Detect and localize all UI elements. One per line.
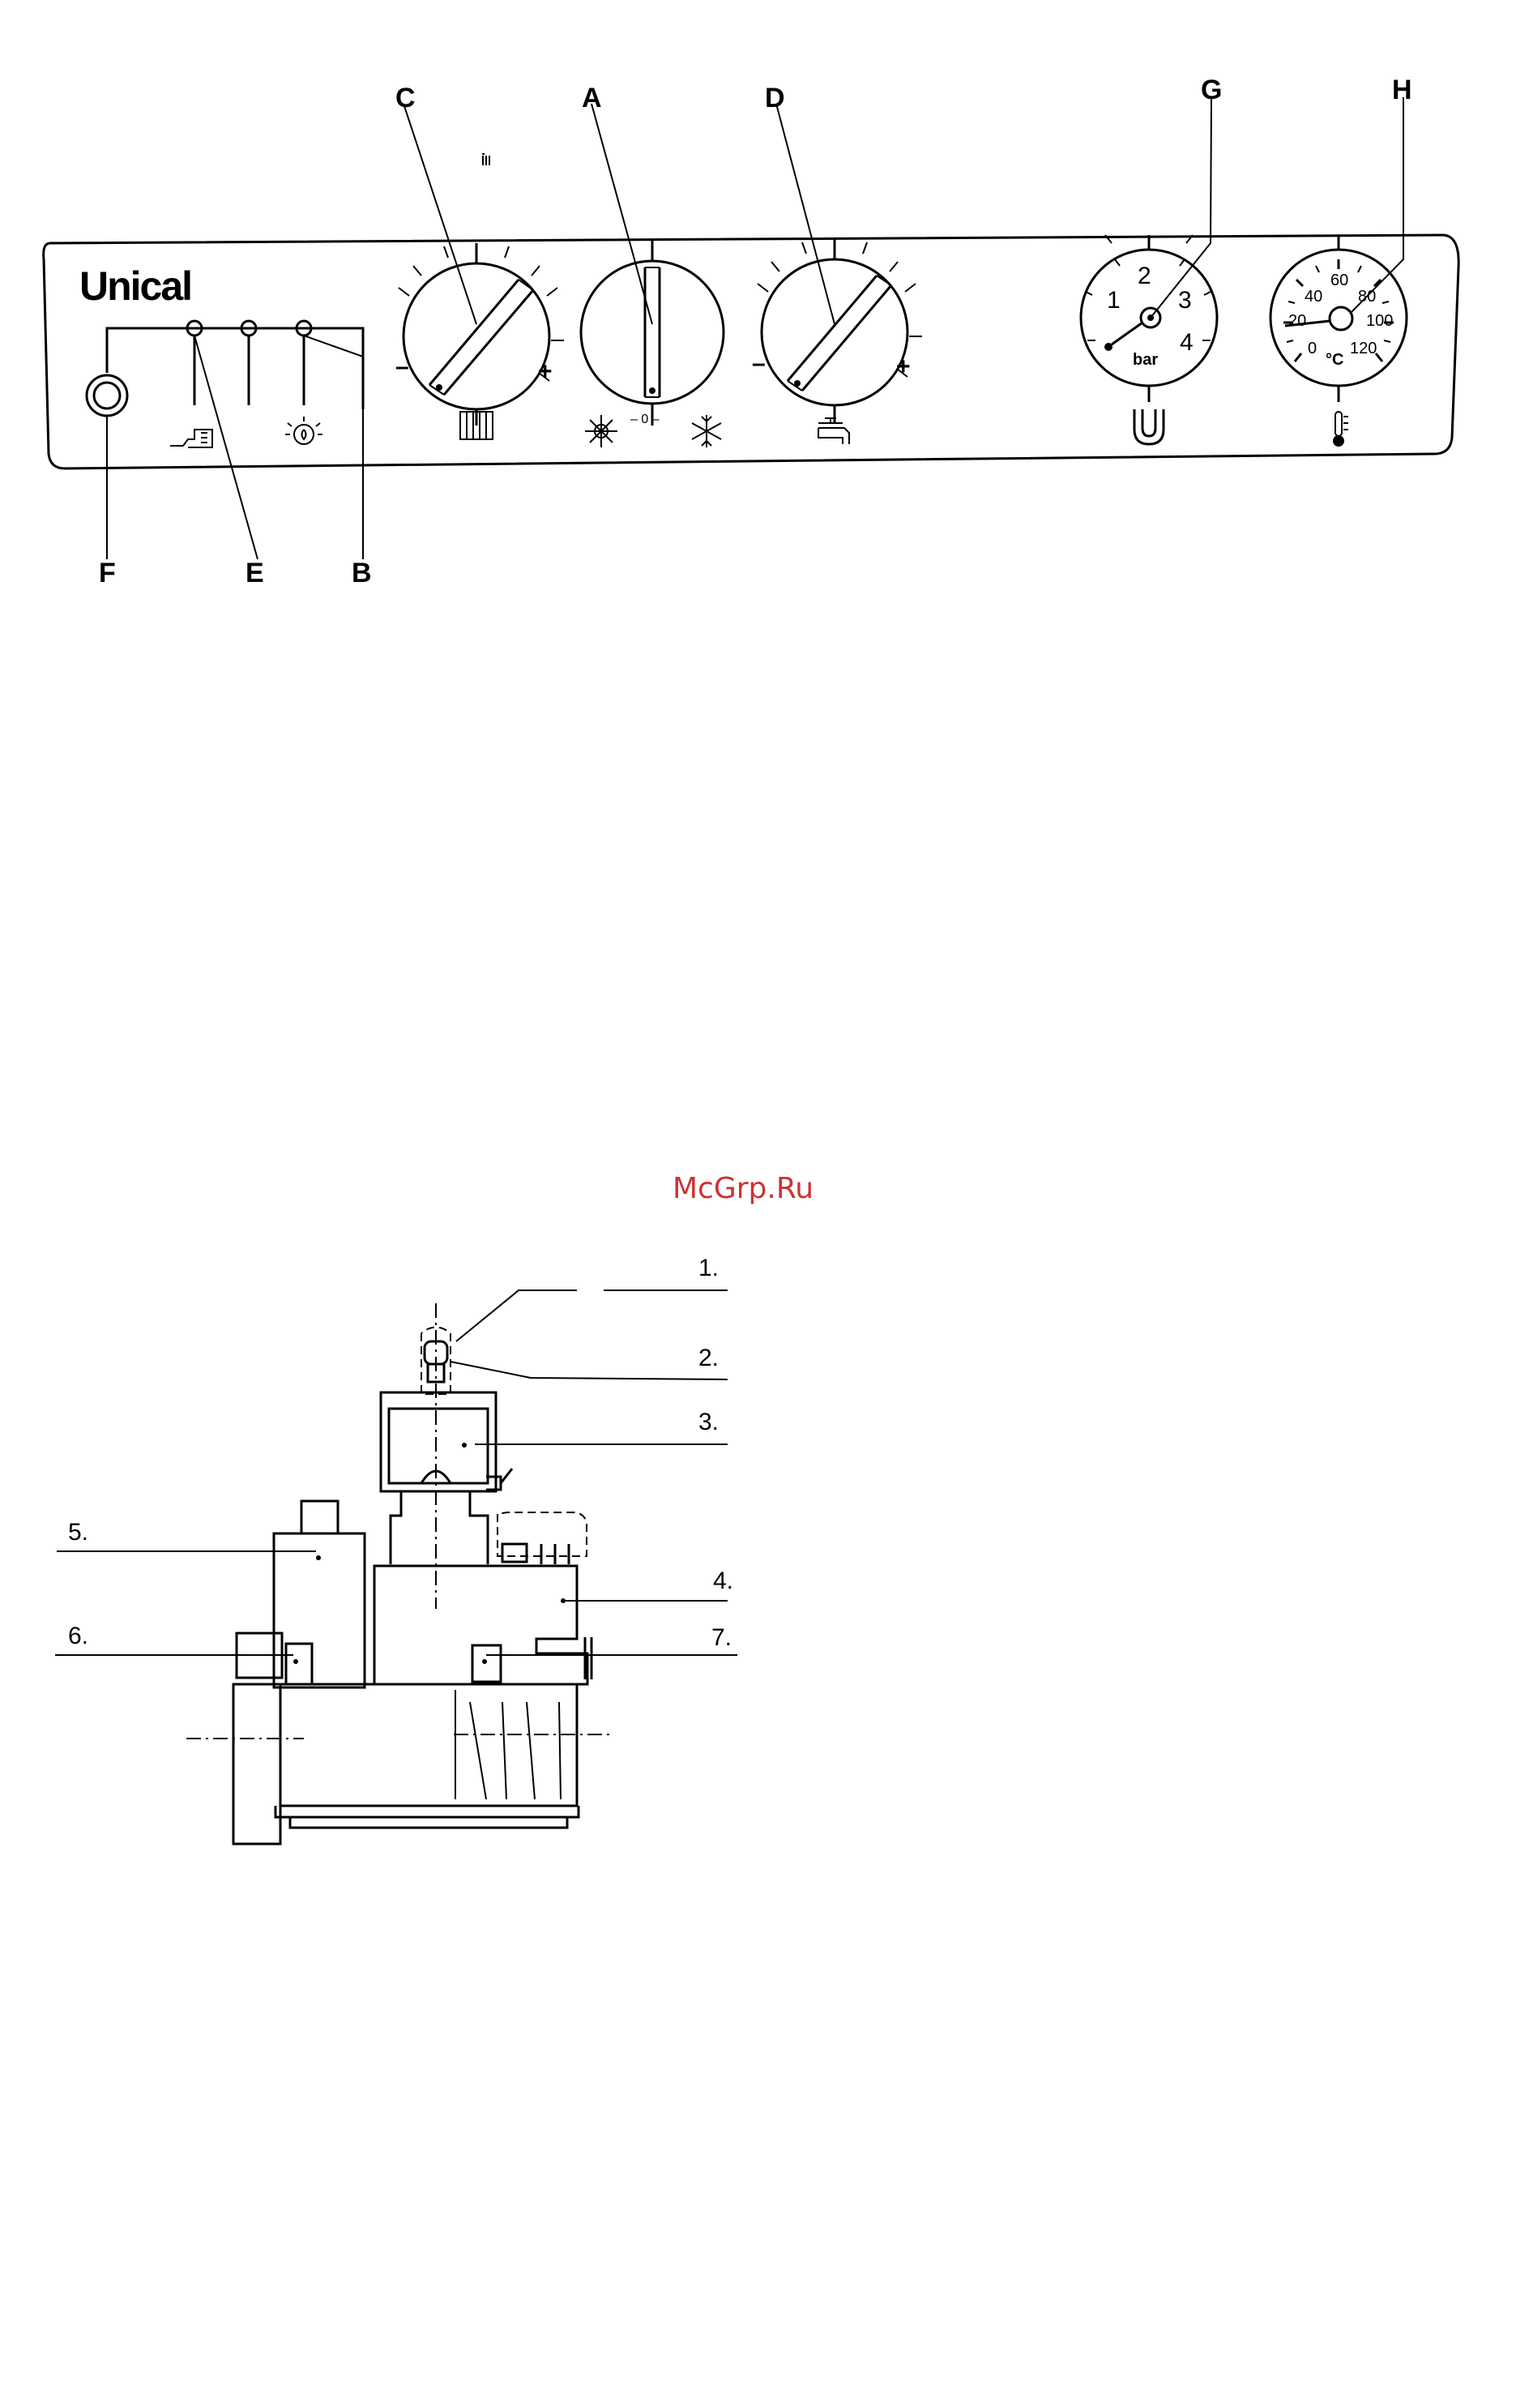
pressure-siphon-icon [1134,409,1164,444]
brand-logo: Unical [79,263,191,309]
valve-label-3: 3. [698,1409,719,1435]
leader-2 [451,1362,728,1379]
callout-D: D [765,83,785,113]
leader-C [404,104,476,324]
callout-F: F [99,558,116,588]
pressure-tick-3: 3 [1178,287,1192,314]
lamp-bus-line [107,328,363,409]
knob-D-minus: – [752,350,766,377]
leader-D [776,104,835,324]
pressure-tick-2: 2 [1138,263,1151,289]
leader-A [591,104,652,324]
coil-frame [381,1392,496,1491]
leader-B [304,336,363,559]
knob-D-plus: + [896,353,911,380]
panel-outline [44,235,1459,468]
mode-selector-knob[interactable] [581,239,724,426]
valve-label-2: 2. [698,1345,719,1371]
temp-tick-60: 60 [1330,272,1348,289]
callout-A: A [582,83,602,113]
watermark-text: McGrp.Ru [673,1172,814,1205]
callout-C: C [395,83,416,113]
coil-connector [486,1469,512,1490]
leader-G [1151,99,1211,318]
mode-zero-mark: – 0 – [630,413,660,426]
reset-icon [170,430,212,447]
base-feet [275,1806,579,1828]
gas-valve-drawing [186,1303,609,1844]
pressure-unit: bar [1133,351,1158,369]
fitting-nut [286,1644,312,1684]
valve-label-1: 1. [698,1255,719,1281]
knob-C-minus: – [395,353,409,380]
indicator-lamp-E [187,321,202,405]
callout-E: E [246,558,264,588]
pressure-tick-1: 1 [1107,287,1121,314]
snowflake-icon [692,415,721,447]
leader-1 [456,1290,728,1341]
knob-C-plus: + [538,358,553,385]
flow-axis [186,1734,609,1739]
terminal-block [502,1544,527,1562]
terminal-pins [541,1544,569,1564]
valve-label-5: 5. [68,1519,88,1546]
temp-tick-100: 100 [1366,312,1393,330]
temperature-unit: °C [1326,351,1343,369]
temp-tick-20: 20 [1288,312,1306,330]
indicator-lamp-E2 [241,321,256,405]
valve-base [233,1684,577,1844]
temp-tick-40: 40 [1305,288,1322,306]
body-neck-left [391,1491,401,1564]
callout-B: B [352,558,372,588]
control-panel: Unical [44,75,1459,588]
tick-hint [482,154,489,165]
reset-button[interactable] [87,375,127,416]
thermometer-icon [1333,412,1348,447]
valve-label-4: 4. [713,1568,733,1594]
callout-H: H [1392,75,1412,105]
base-ribs [455,1690,561,1799]
valve-main-body [374,1566,587,1684]
operator-top [301,1501,338,1533]
flame-lamp-icon [285,417,322,444]
indicator-lamp-B [297,321,311,405]
temp-tick-0: 0 [1308,340,1317,357]
test-point [472,1645,501,1682]
sun-icon [585,415,617,447]
heating-temperature-knob[interactable] [399,243,564,426]
valve-label-6: 6. [68,1623,88,1649]
valve-label-7: 7. [711,1624,732,1651]
callout-G: G [1201,75,1222,105]
dhw-temperature-knob[interactable] [758,239,922,423]
pressure-tick-4: 4 [1180,329,1194,356]
temp-tick-120: 120 [1350,340,1377,357]
body-neck-right [470,1491,488,1564]
